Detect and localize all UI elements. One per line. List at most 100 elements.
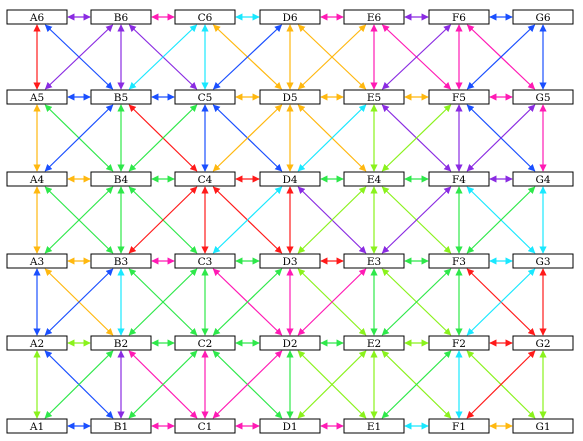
node-e6: E6 [343, 9, 405, 25]
node-box [428, 335, 490, 351]
node-label: F4 [452, 174, 466, 186]
edge-e3-d2 [297, 268, 367, 336]
node-box [6, 418, 68, 434]
node-label: A1 [29, 421, 44, 433]
node-b6: B6 [90, 9, 152, 25]
node-label: C4 [198, 174, 213, 186]
node-box [90, 171, 152, 187]
node-e2: E2 [343, 335, 405, 351]
node-box [343, 171, 405, 187]
node-b5: B5 [90, 89, 152, 105]
edge-layer [33, 13, 547, 430]
node-f2: F2 [428, 335, 490, 351]
node-c1: C1 [174, 418, 236, 434]
node-box [428, 171, 490, 187]
node-box [512, 9, 574, 25]
edge-f3-e2 [381, 268, 452, 336]
node-g3: G3 [512, 253, 574, 269]
node-box [428, 89, 490, 105]
edge-f5-e4 [381, 104, 452, 172]
node-box [90, 9, 152, 25]
node-a3: A3 [6, 253, 68, 269]
node-label: F1 [452, 421, 466, 433]
node-c6: C6 [174, 9, 236, 25]
edge-e6-d5 [297, 24, 367, 90]
node-box [259, 335, 321, 351]
node-g6: G6 [512, 9, 574, 25]
edge-b3-a2 [44, 268, 114, 336]
node-box [343, 9, 405, 25]
node-label: B3 [114, 256, 128, 268]
node-label: G2 [535, 338, 550, 350]
node-b2: B2 [90, 335, 152, 351]
node-label: E5 [367, 92, 381, 104]
node-c2: C2 [174, 335, 236, 351]
node-label: C3 [198, 256, 213, 268]
node-d4: D4 [259, 171, 321, 187]
node-label: B1 [114, 421, 128, 433]
edge-d4-c3 [212, 186, 283, 254]
edge-c3-b2 [128, 268, 198, 336]
node-label: E1 [367, 421, 381, 433]
edge-g4-f3 [466, 186, 536, 254]
edge-g2-f1 [466, 350, 536, 419]
edge-e4-d3 [297, 186, 367, 254]
node-box [6, 171, 68, 187]
node-a5: A5 [6, 89, 68, 105]
node-label: D3 [282, 256, 297, 268]
node-box [259, 418, 321, 434]
node-c5: C5 [174, 89, 236, 105]
edge-d6-c5 [212, 24, 283, 90]
edge-b4-a3 [44, 186, 114, 254]
node-label: F3 [452, 256, 466, 268]
edge-c2-b1 [128, 350, 198, 419]
node-label: A5 [29, 92, 44, 104]
edge-e2-d1 [297, 350, 367, 419]
node-label: F6 [452, 12, 466, 24]
node-box [428, 253, 490, 269]
edge-c6-b5 [128, 24, 198, 90]
node-c4: C4 [174, 171, 236, 187]
node-box [6, 253, 68, 269]
edge-g5-f4 [466, 104, 536, 172]
edge-f6-e5 [381, 24, 452, 90]
node-box [90, 418, 152, 434]
node-box [6, 89, 68, 105]
node-g1: G1 [512, 418, 574, 434]
node-e1: E1 [343, 418, 405, 434]
node-label: B6 [114, 12, 129, 24]
node-e4: E4 [343, 171, 405, 187]
node-d5: D5 [259, 89, 321, 105]
node-label: A2 [29, 338, 44, 350]
node-d6: D6 [259, 9, 321, 25]
node-label: C2 [198, 338, 213, 350]
node-label: B2 [114, 338, 128, 350]
node-c3: C3 [174, 253, 236, 269]
node-box [90, 89, 152, 105]
node-label: E2 [367, 338, 381, 350]
node-b1: B1 [90, 418, 152, 434]
node-label: E6 [367, 12, 382, 24]
node-label: G5 [535, 92, 550, 104]
node-f1: F1 [428, 418, 490, 434]
node-d1: D1 [259, 418, 321, 434]
node-label: F5 [452, 92, 466, 104]
node-label: E4 [367, 174, 382, 186]
node-box [90, 335, 152, 351]
node-box [6, 335, 68, 351]
node-box [174, 89, 236, 105]
node-box [174, 335, 236, 351]
node-f3: F3 [428, 253, 490, 269]
node-d3: D3 [259, 253, 321, 269]
node-box [428, 9, 490, 25]
node-label: C5 [198, 92, 213, 104]
node-box [174, 418, 236, 434]
edge-d2-c1 [212, 350, 283, 419]
node-label: G4 [535, 174, 550, 186]
node-label: C1 [198, 421, 213, 433]
edge-g6-f5 [466, 24, 536, 90]
node-label: G3 [535, 256, 550, 268]
node-label: F2 [452, 338, 466, 350]
